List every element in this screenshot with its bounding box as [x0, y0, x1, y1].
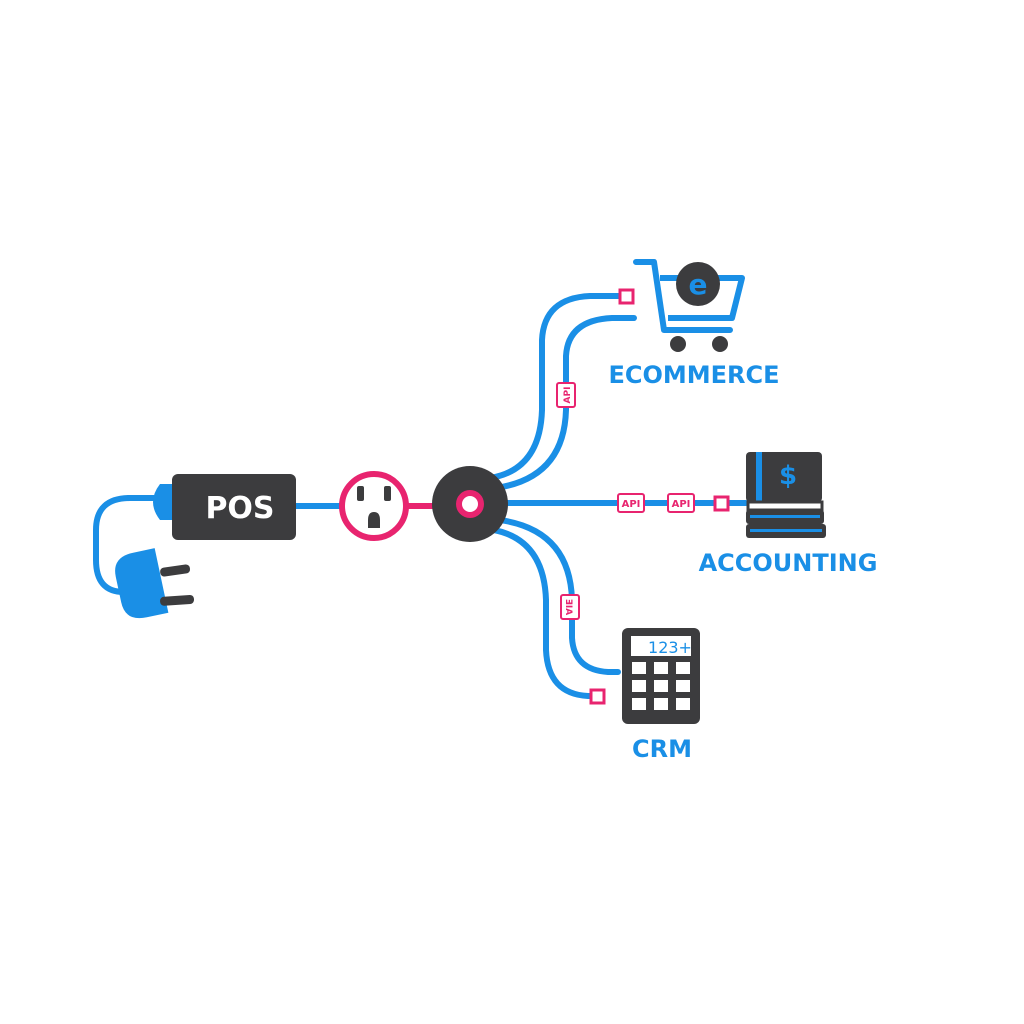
hub-to-ecommerce-cable-outer [487, 293, 625, 481]
plug-icon [115, 484, 195, 619]
hub-node [432, 466, 508, 542]
hub-to-crm-cable-outer [491, 527, 599, 699]
accounting-badge: $ [779, 461, 797, 491]
pos-box: POS [172, 474, 296, 540]
api-tag-ecommerce: API [556, 382, 576, 408]
calculator-display: 123+ [648, 638, 692, 657]
shopping-cart-icon: e [633, 259, 745, 352]
api-tag-crm: ƎIA [560, 594, 580, 620]
svg-text:API: API [622, 499, 641, 510]
api-tag-accounting-1: API [617, 493, 645, 513]
api-tag-accounting-2: API [667, 493, 695, 513]
crm-connector [589, 688, 606, 705]
crm-label: CRM [632, 735, 692, 763]
plug-cord [93, 495, 183, 595]
hub-to-ecommerce-cable-inner [493, 315, 637, 491]
svg-text:ƎIA: ƎIA [563, 599, 573, 615]
accounting-label: ACCOUNTING [699, 549, 878, 577]
ecommerce-badge: e [689, 268, 708, 301]
connector-nodes [589, 288, 730, 705]
accounting-connector [713, 495, 730, 512]
pos-label: POS [205, 491, 274, 526]
svg-text:API: API [563, 387, 573, 404]
ledger-books-icon: $ [746, 452, 826, 538]
ecommerce-label: ECOMMERCE [608, 361, 779, 389]
svg-text:API: API [672, 499, 691, 510]
calculator-icon: 123+ [622, 628, 700, 724]
outlet-icon [339, 471, 409, 541]
ecommerce-connector [618, 288, 635, 305]
